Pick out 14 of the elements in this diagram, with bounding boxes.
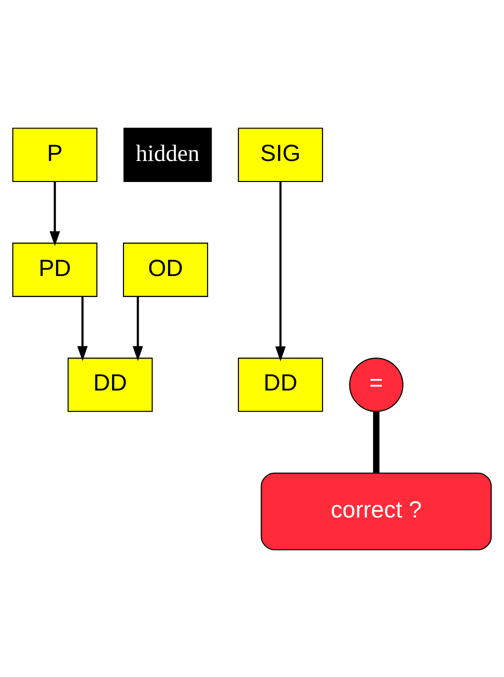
node-box: hidden [123,127,212,182]
arrow [275,181,286,361]
node-box: correct ? [260,472,492,550]
connector [373,411,380,473]
node-box: P [12,127,98,182]
node-box: SIG [238,127,324,182]
arrow [77,296,88,361]
node-circle: = [349,357,404,412]
node-box: OD [122,242,208,296]
arrow [132,296,144,361]
node-box: DD [238,357,324,412]
node-box: DD [68,357,153,412]
arrow [50,181,60,246]
node-box: PD [12,242,98,296]
